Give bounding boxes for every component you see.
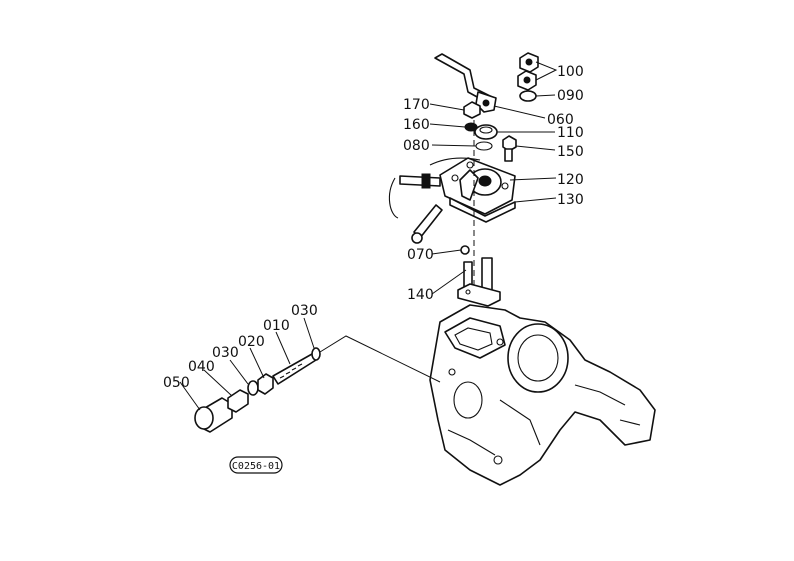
top-bracket <box>434 53 497 113</box>
bushing-110 <box>474 124 498 140</box>
callout-160: 160 <box>403 117 430 133</box>
callout-040: 040 <box>188 359 215 375</box>
callout-020: 020 <box>238 334 265 350</box>
washer-030-left <box>247 380 259 396</box>
screw-010 <box>272 353 317 385</box>
nut-020 <box>257 373 274 395</box>
callout-050: 050 <box>163 375 190 391</box>
callout-100: 100 <box>557 64 584 80</box>
o-ring-080 <box>475 141 493 151</box>
drawing-code-badge: C0256-01 <box>229 456 283 474</box>
callout-090: 090 <box>557 88 584 104</box>
callout-140: 140 <box>407 287 434 303</box>
lever-arm <box>388 157 481 244</box>
callout-070: 070 <box>407 247 434 263</box>
callout-120: 120 <box>557 172 584 188</box>
callout-110: 110 <box>557 125 584 141</box>
callout-030-right: 030 <box>291 303 318 319</box>
drawing-code: C0256-01 <box>232 461 280 472</box>
washer-090 <box>519 90 537 102</box>
callout-010: 010 <box>263 318 290 334</box>
pin-070 <box>460 245 470 255</box>
callout-170: 170 <box>403 97 430 113</box>
nut-040 <box>227 389 249 413</box>
pump-cover-plate <box>439 157 516 223</box>
nut-170 <box>463 101 481 119</box>
assembly-line <box>319 335 441 383</box>
cap-050 <box>194 397 233 433</box>
washer-030-right <box>311 347 321 361</box>
callout-060: 060 <box>547 112 574 128</box>
callout-030-left: 030 <box>212 345 239 361</box>
bolt-150 <box>502 135 517 162</box>
gear-case-housing <box>429 304 656 486</box>
callout-080: 080 <box>403 138 430 154</box>
leader-lines <box>179 61 558 411</box>
callout-150: 150 <box>557 144 584 160</box>
callout-130: 130 <box>557 192 584 208</box>
shaft-140 <box>457 257 501 307</box>
nut-100 <box>517 52 539 91</box>
